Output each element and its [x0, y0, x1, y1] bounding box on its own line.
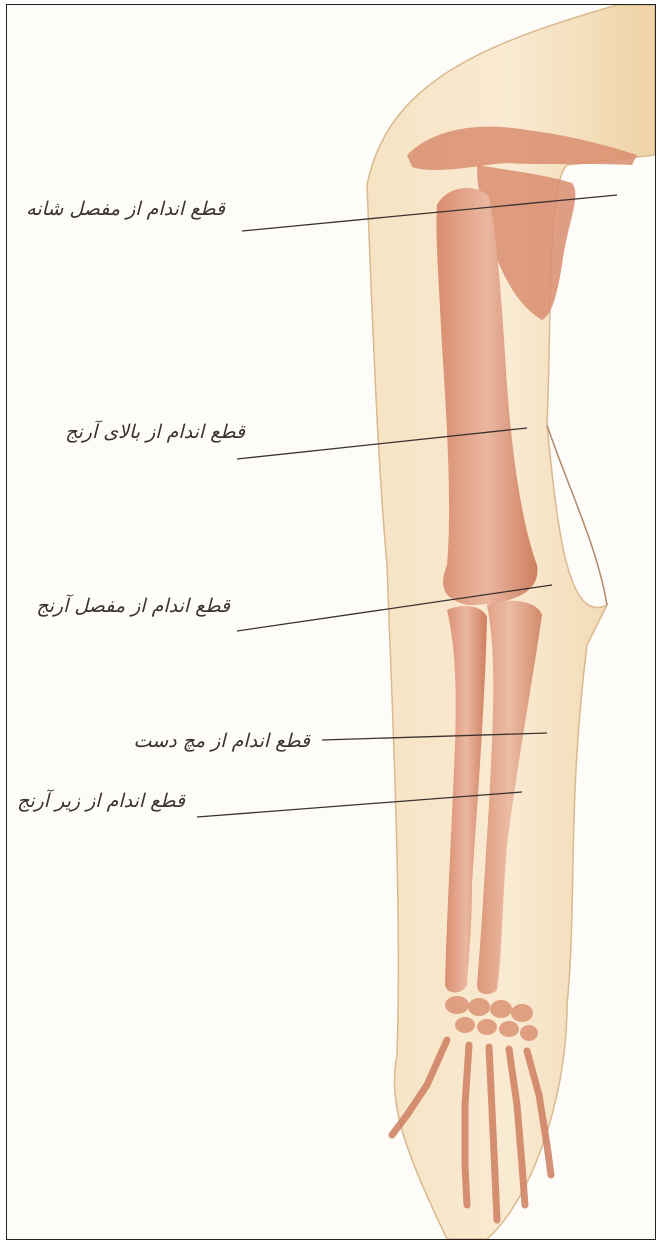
shoulder-amputation-label: قطع اندام از مفصل شانه	[26, 198, 225, 220]
wrist-amputation-label: قطع اندام از مچ دست	[134, 730, 310, 752]
diagram-frame: قطع اندام از مفصل شانه قطع اندام از بالا…	[6, 4, 656, 1240]
above-elbow-amputation-label: قطع اندام از بالای آرنج	[65, 421, 245, 443]
arm-illustration	[7, 5, 655, 1239]
below-elbow-amputation-label: قطع اندام از زیر آرنج	[17, 790, 185, 812]
elbow-amputation-label: قطع اندام از مفصل آرنج	[36, 595, 230, 617]
